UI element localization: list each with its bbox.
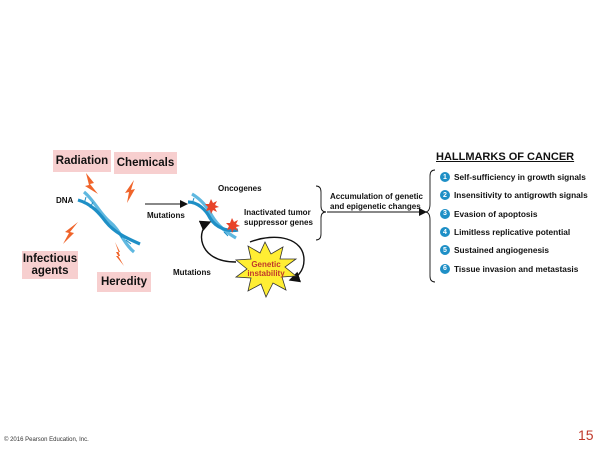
mutation-marks <box>205 199 240 233</box>
heredity-box: Heredity <box>97 272 151 292</box>
infectious-agents-box: Infectious agents <box>22 251 78 279</box>
lightning-bolt-heredity-icon <box>115 242 124 266</box>
mutations-label-top: Mutations <box>147 211 185 220</box>
hallmark-item: 2 Insensitivity to antigrowth signals <box>440 186 588 204</box>
hallmark-text: Limitless replicative potential <box>454 227 571 238</box>
hallmark-item: 1 Self-sufficiency in growth signals <box>440 168 588 186</box>
lightning-bolt-chemicals-icon <box>125 180 135 203</box>
number-badge-icon: 5 <box>440 245 450 256</box>
instability-burst-icon <box>234 241 298 298</box>
hallmarks-list: 1 Self-sufficiency in growth signals 2 Ins… <box>440 168 588 278</box>
hallmark-text: Evasion of apoptosis <box>454 208 538 219</box>
radiation-box: Radiation <box>53 150 111 172</box>
hallmark-item: 3 Evasion of apoptosis <box>440 205 588 223</box>
mutation-star-oncogene-icon <box>205 199 219 214</box>
feedback-arrow-left <box>198 220 237 263</box>
lightning-bolt-infectious-icon <box>63 222 78 244</box>
hallmark-text: Insensitivity to antigrowth signals <box>454 190 588 201</box>
chemicals-box: Chemicals <box>114 152 177 174</box>
accumulation-label: Accumulation of genetic and epigenetic c… <box>330 192 423 211</box>
hallmark-item: 6 Tissue invasion and metastasis <box>440 259 588 277</box>
number-badge-icon: 4 <box>440 227 450 238</box>
lightning-bolt-radiation-icon <box>85 173 98 194</box>
inactivated-tumor-suppressor-label: Inactivated tumor suppressor genes <box>244 208 313 227</box>
mutation-star-suppressor-icon <box>226 218 240 233</box>
hallmark-text: Sustained angiogenesis <box>454 245 549 256</box>
copyright-notice: © 2016 Pearson Education, Inc. <box>4 437 89 443</box>
hallmarks-brace <box>424 169 436 283</box>
hallmark-item: 4 Limitless replicative potential <box>440 223 588 241</box>
number-badge-icon: 3 <box>440 208 450 219</box>
oncogenes-label: Oncogenes <box>218 184 262 193</box>
hallmark-text: Self-sufficiency in growth signals <box>454 172 586 183</box>
number-badge-icon: 1 <box>440 172 450 183</box>
lightning-bolts <box>63 173 135 266</box>
hallmarks-title: HALLMARKS OF CANCER <box>436 151 575 163</box>
number-badge-icon: 2 <box>440 190 450 201</box>
hallmark-text: Tissue invasion and metastasis <box>454 263 579 274</box>
feedback-arrow-right <box>249 236 305 283</box>
mutated-dna-helix <box>187 192 239 240</box>
number-badge-icon: 6 <box>440 263 450 274</box>
dna-helix <box>77 190 141 254</box>
hallmark-item: 5 Sustained angiogenesis <box>440 241 588 259</box>
genetic-instability-label: Genetic instability <box>247 260 285 278</box>
page-number: 15 <box>578 427 594 443</box>
gene-bracket <box>315 185 327 241</box>
mutations-label-bottom: Mutations <box>173 268 211 277</box>
dna-label: DNA <box>56 196 74 205</box>
